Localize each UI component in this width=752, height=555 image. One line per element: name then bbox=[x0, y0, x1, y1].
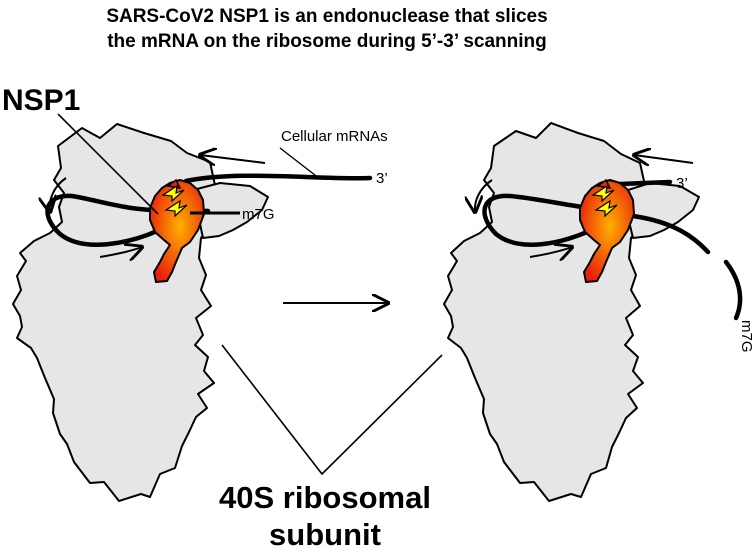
right-mrna-free-fragment bbox=[723, 259, 743, 321]
nsp1-label: NSP1 bbox=[2, 84, 80, 117]
ribosome-pointer-lines bbox=[221, 344, 443, 476]
three-prime-label-left: 3’ bbox=[376, 170, 388, 187]
m7g-label-left: m7G bbox=[242, 206, 275, 223]
left-scanning-arrow bbox=[200, 155, 266, 163]
right-lightning-bolt-1 bbox=[591, 184, 615, 203]
right-mrna-loop bbox=[482, 193, 633, 247]
left-lightning-bolt-1 bbox=[161, 184, 185, 203]
ribosome-label-line-2: subunit bbox=[269, 517, 381, 552]
cellular-mrnas-label: Cellular mRNAs bbox=[281, 128, 388, 145]
right-ribosome-body bbox=[443, 122, 659, 502]
right-curved-arrow-bottom bbox=[529, 247, 572, 257]
right-ribosome-head-lobe bbox=[621, 182, 700, 239]
right-mrna-cleaved-fragment bbox=[630, 213, 711, 255]
title-line-1: SARS-CoV2 NSP1 is an endonuclease that s… bbox=[106, 6, 547, 27]
right-ribosome-group bbox=[443, 122, 743, 502]
m7g-label-right: m7G bbox=[738, 320, 752, 353]
cellular-mrnas-pointer bbox=[279, 147, 321, 180]
right-curved-arrow-top bbox=[475, 179, 493, 212]
left-ribosome-head-lobe bbox=[192, 182, 269, 239]
left-ribosome-group bbox=[12, 123, 373, 502]
title-line-2: the mRNA on the ribosome during 5’-3’ sc… bbox=[107, 31, 547, 52]
left-nsp1-protein bbox=[149, 178, 205, 283]
left-curved-arrow-top bbox=[50, 177, 67, 212]
nsp1-pointer-line bbox=[57, 113, 159, 215]
left-curved-arrow-bottom bbox=[99, 247, 142, 257]
ribosome-label-line-1: 40S ribosomal bbox=[219, 480, 431, 515]
right-mrna-3prime-stub bbox=[617, 179, 673, 187]
right-scanning-arrow bbox=[634, 155, 694, 163]
three-prime-label-right: 3’ bbox=[676, 175, 688, 192]
right-lightning-bolt-2 bbox=[594, 199, 618, 218]
left-lightning-bolt-2 bbox=[164, 199, 188, 218]
right-nsp1-protein bbox=[579, 178, 635, 283]
left-mrna-3prime-strand bbox=[183, 173, 373, 184]
